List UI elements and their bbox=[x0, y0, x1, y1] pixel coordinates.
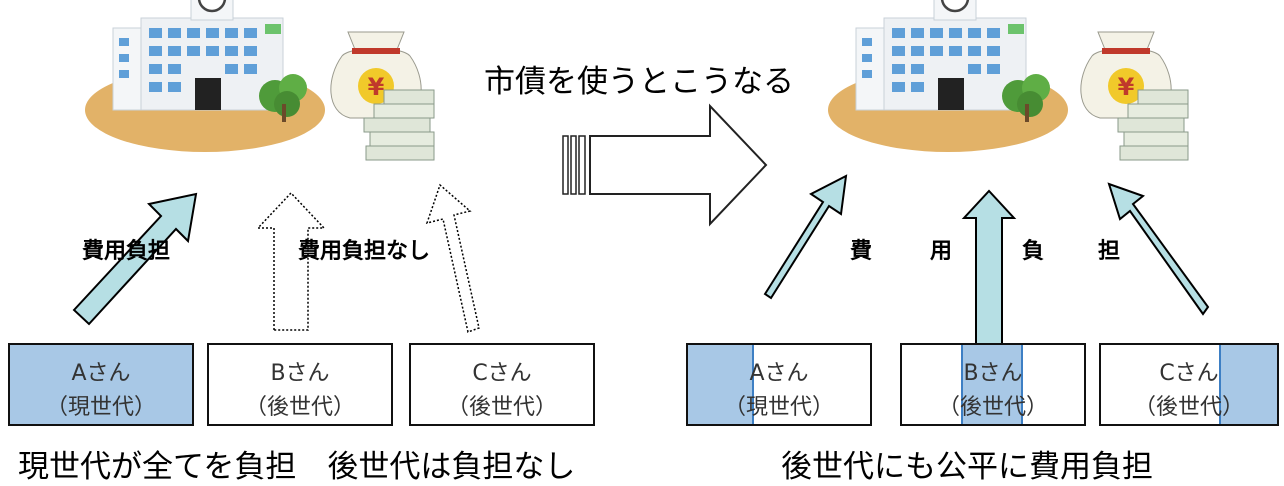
cost-label: 費用負担 bbox=[82, 239, 171, 264]
generation-label: （後世代） bbox=[244, 395, 355, 420]
person-name: Cさん bbox=[1159, 361, 1219, 386]
burden-share bbox=[961, 345, 1023, 424]
generation-label: （後世代） bbox=[937, 395, 1048, 420]
cost-label-char: 担 bbox=[1098, 239, 1121, 264]
burden-share bbox=[688, 345, 754, 424]
diagram-title: 市債を使うとこうなる bbox=[484, 64, 794, 100]
cost-label-char: 用 bbox=[930, 239, 953, 264]
cost-label-char: 負 bbox=[1022, 239, 1045, 264]
big-right-arrow-icon bbox=[562, 103, 768, 227]
generation-label: （後世代） bbox=[446, 395, 557, 420]
person-box-c: Cさん （後世代） bbox=[409, 343, 595, 426]
person-name: Cさん bbox=[472, 361, 532, 386]
school-building-icon bbox=[826, 0, 1070, 154]
payment-arrow-icon bbox=[72, 192, 198, 326]
payment-arrow-icon bbox=[763, 174, 848, 300]
person-box-a: Aさん （現世代） bbox=[8, 343, 194, 426]
right-caption: 後世代にも公平に費用負担 bbox=[781, 449, 1153, 485]
payment-arrow-icon bbox=[425, 183, 480, 333]
payment-arrow-icon bbox=[256, 191, 326, 331]
payment-arrow-icon bbox=[1107, 182, 1210, 316]
payment-arrow-icon bbox=[961, 189, 1017, 353]
person-name: Aさん bbox=[71, 361, 131, 386]
generation-label: （後世代） bbox=[1133, 395, 1244, 420]
person-name: Bさん bbox=[270, 361, 330, 386]
person-box-c: Cさん （後世代） bbox=[1099, 343, 1279, 426]
school-building-icon bbox=[83, 0, 327, 154]
no-cost-label: 費用負担なし bbox=[298, 239, 431, 264]
person-box-b: Bさん （後世代） bbox=[900, 343, 1086, 426]
generation-label: （現世代） bbox=[45, 395, 156, 420]
left-caption: 現世代が全てを負担 後世代は負担なし bbox=[18, 449, 576, 485]
person-name: Aさん bbox=[749, 361, 809, 386]
generation-label: （現世代） bbox=[723, 395, 834, 420]
person-name: Bさん bbox=[963, 361, 1023, 386]
person-box-b: Bさん （後世代） bbox=[207, 343, 393, 426]
person-box-a: Aさん （現世代） bbox=[686, 343, 872, 426]
burden-share bbox=[1219, 345, 1277, 424]
cost-label-char: 費 bbox=[850, 239, 873, 264]
